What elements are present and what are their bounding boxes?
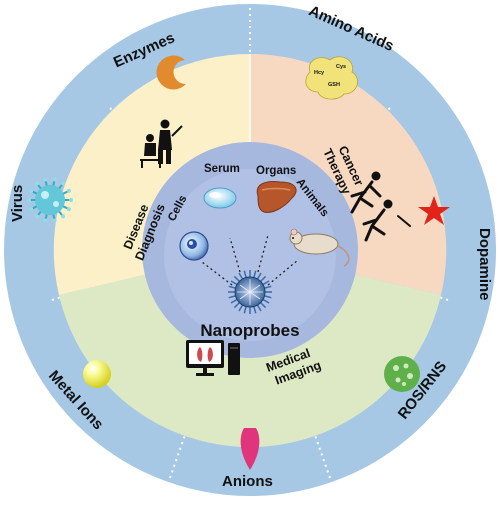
liver-icon [256,181,297,213]
computer-imaging-icon [186,340,240,376]
center-title: Nanoprobes [200,321,299,340]
label-organs: Organs [256,165,296,177]
label-anions: Anions [222,473,273,490]
connector-lines [201,234,299,286]
runner-sick-icon [350,171,411,242]
ros-rns-green-circle-icon [384,356,420,392]
amino-acid-blob-icon: Hcy Cys GSH [305,56,358,100]
amino-sub-cys: Cys [336,64,346,70]
mouse-icon [289,228,350,267]
virus-icon [27,177,73,223]
enzyme-crescent-icon [156,55,186,90]
nanoprobe-icon [228,270,272,314]
pink-drop-icon [240,428,260,470]
yellow-sphere-icon [83,360,111,388]
label-serum: Serum [204,163,240,175]
doctor-patient-icon [140,119,183,168]
cell-icon [179,231,209,261]
label-dopamine: Dopamine [476,228,493,301]
amino-sub-gsh: GSH [328,82,340,88]
amino-sub-hcy: Hcy [314,70,325,76]
red-star-icon [418,196,450,225]
center-disc [164,169,336,341]
serum-drop-icon [203,187,237,209]
label-virus: Virus [9,185,26,222]
